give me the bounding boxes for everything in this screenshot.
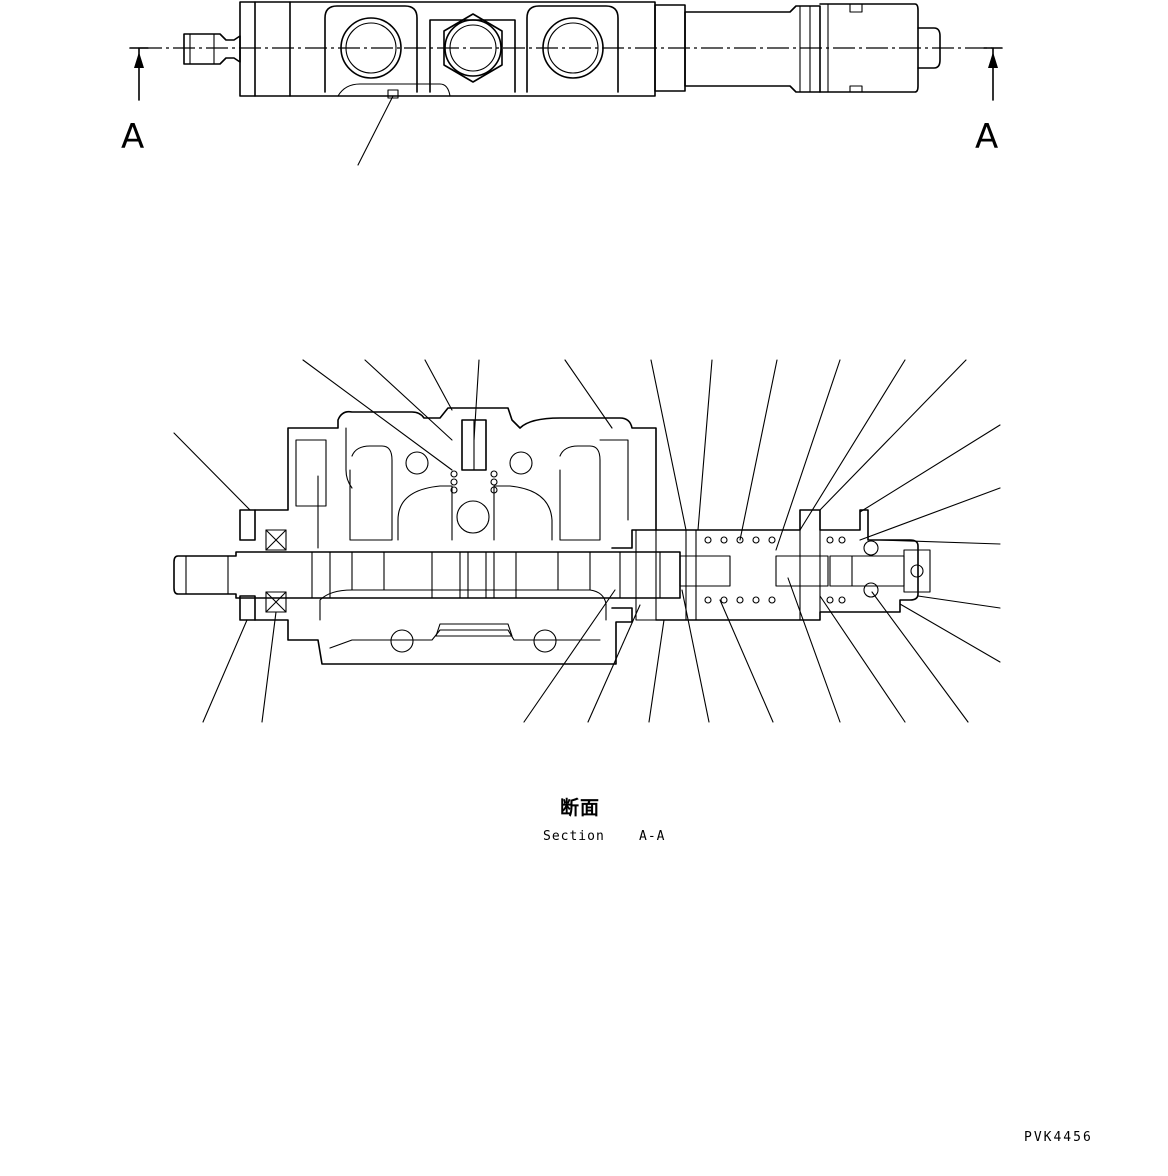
valve-body-section bbox=[254, 407, 657, 665]
leader-lines bbox=[173, 359, 1001, 723]
section-label-right: A bbox=[975, 117, 999, 157]
port-left bbox=[340, 17, 402, 79]
section-view bbox=[173, 359, 1001, 723]
section-label-left: A bbox=[121, 117, 145, 157]
seal-upper bbox=[265, 529, 287, 551]
return-spring bbox=[704, 536, 846, 604]
port-center bbox=[443, 13, 503, 83]
top-view bbox=[129, 1, 1003, 166]
valve-body-top bbox=[239, 1, 656, 99]
section-title-id: A-A bbox=[639, 829, 666, 844]
spring-case bbox=[635, 509, 931, 621]
internal-passages bbox=[295, 427, 629, 653]
spool-end-left bbox=[183, 33, 241, 65]
check-poppet bbox=[450, 419, 498, 494]
seal-housing-left-upper bbox=[239, 509, 256, 541]
section-title-english: Section bbox=[543, 829, 605, 844]
port-right bbox=[542, 17, 604, 79]
spool-cap-top bbox=[654, 3, 941, 93]
drawing-code: PVK4456 bbox=[1024, 1130, 1093, 1145]
spool bbox=[173, 551, 681, 599]
section-arrow-right bbox=[983, 47, 1003, 101]
section-title-japanese: 断面 bbox=[560, 797, 601, 819]
section-arrow-left bbox=[129, 47, 149, 101]
leader-line-top bbox=[357, 95, 394, 166]
seal-housing-left-lower bbox=[239, 595, 256, 621]
